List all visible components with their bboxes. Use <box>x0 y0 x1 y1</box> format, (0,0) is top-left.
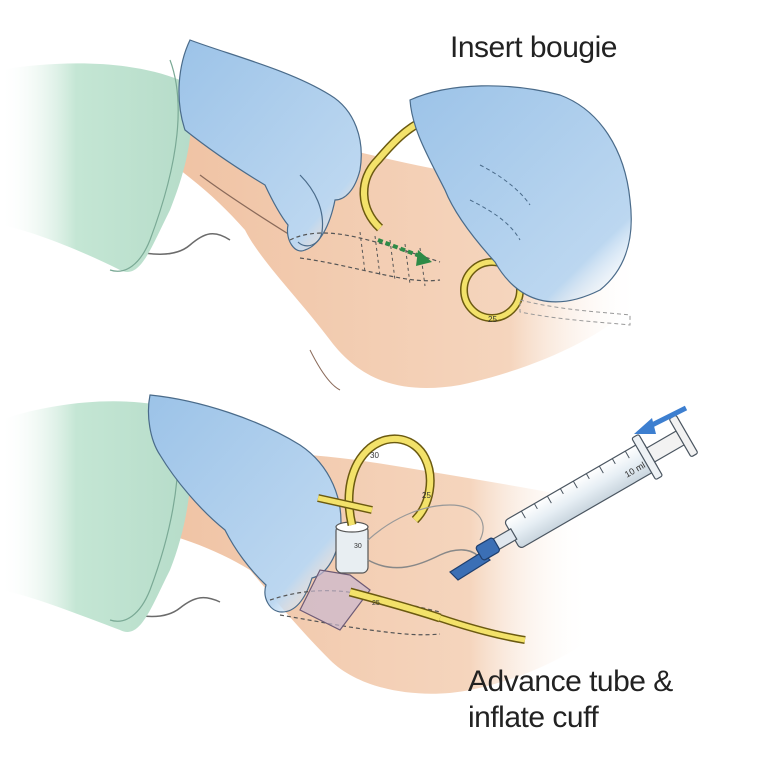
green-arrowhead <box>416 250 432 266</box>
left-glove-2 <box>147 394 342 613</box>
tube-marking-25: 25 <box>372 600 380 607</box>
jaw-line <box>199 174 291 236</box>
gown <box>0 63 191 272</box>
caption-insert-bougie: Insert bougie <box>450 31 617 64</box>
syringe-hub <box>475 537 500 561</box>
syringe: 10 ml <box>475 415 698 561</box>
left-glove <box>178 39 362 252</box>
bougie-marking-25: 25 <box>488 315 497 324</box>
pilot-line <box>367 549 479 569</box>
caption-advance-tube-line2: inflate cuff <box>468 701 599 734</box>
gown-edge <box>109 59 179 272</box>
panel-2-advance-tube: 30 25 30 25 10 ml <box>0 394 698 694</box>
caption-advance-tube-line1: Advance tube & <box>468 665 673 698</box>
tracheal-rings <box>359 231 426 287</box>
shoulder-line <box>309 349 341 391</box>
caption-advance-tube: Advance tube & inflate cuff <box>468 664 673 736</box>
tube-marking-30: 30 <box>354 543 362 550</box>
pilot-line-2 <box>367 504 484 541</box>
right-glove-fingers <box>469 164 531 241</box>
blue-arrowhead <box>634 418 656 434</box>
syringe-graduations <box>520 450 630 519</box>
trach-tube-flange <box>299 569 371 631</box>
green-direction-arrow <box>377 238 426 260</box>
panel-1-insert-bougie: 30 25 <box>0 39 640 391</box>
tube-ghost <box>519 299 631 326</box>
syringe-flange <box>631 434 663 480</box>
pilot-valve <box>449 551 491 581</box>
left-glove-thumb <box>297 174 324 247</box>
bougie-marking-25-p2: 25 <box>422 491 431 500</box>
bougie-marking-30-p2: 30 <box>370 451 379 460</box>
gown-2 <box>0 401 191 632</box>
